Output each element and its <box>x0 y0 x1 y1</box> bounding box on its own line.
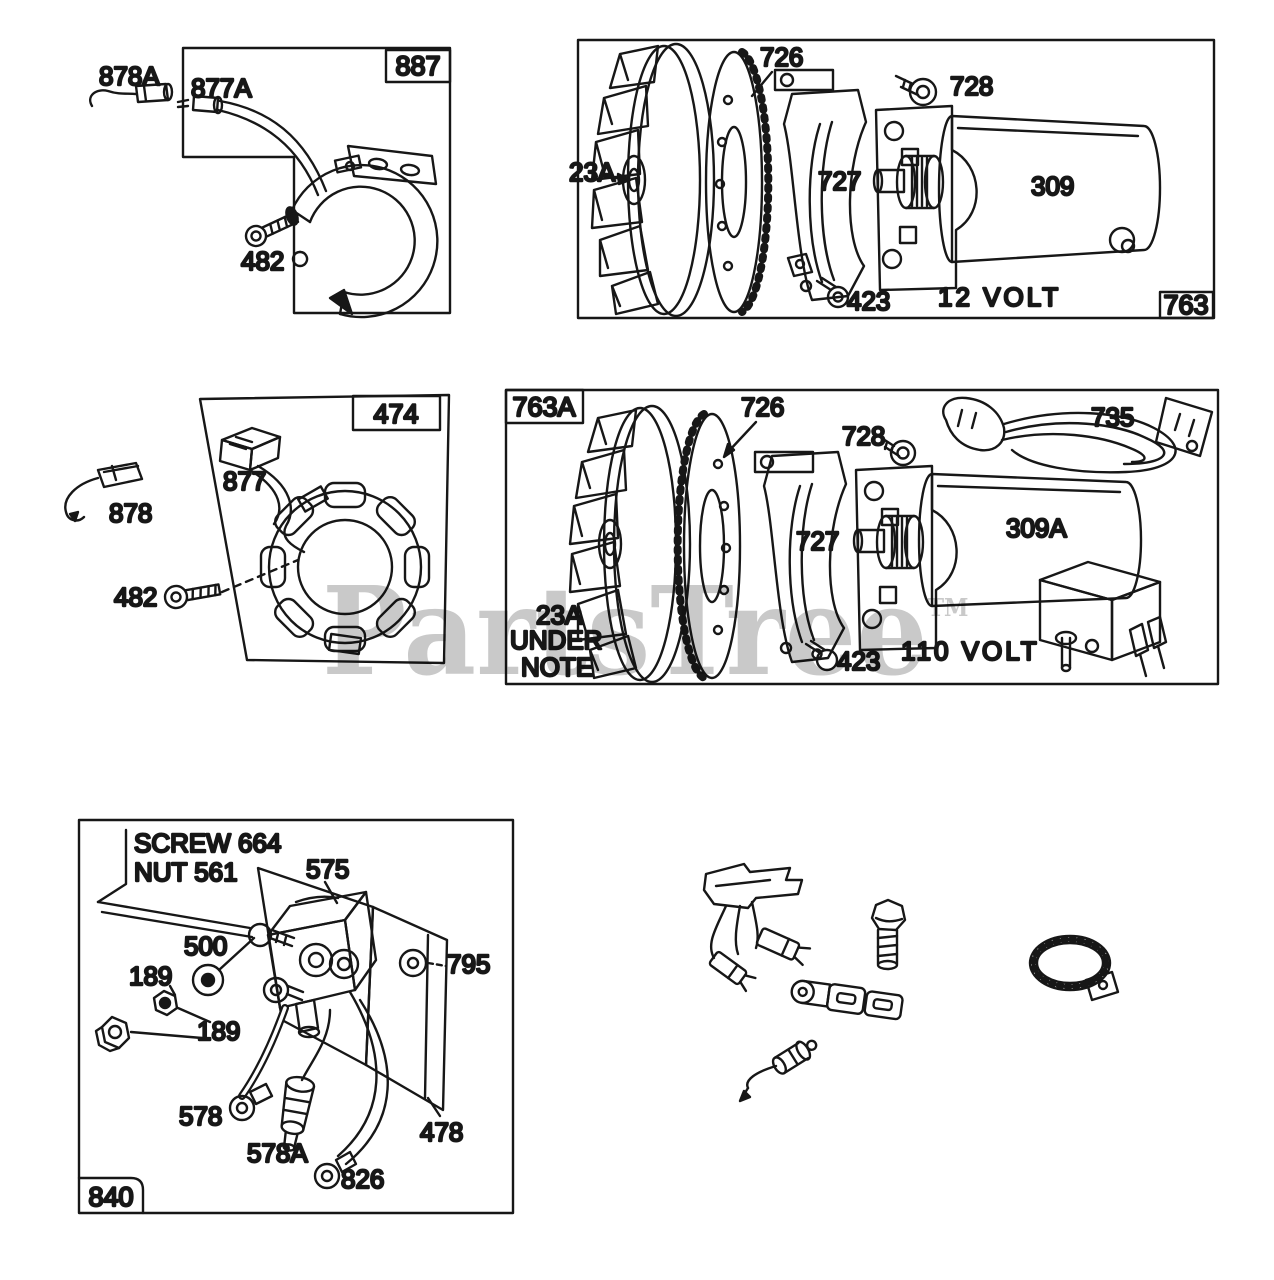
screw-423-drawing <box>815 276 850 309</box>
power-cord-735-drawing <box>942 396 1214 474</box>
panel-763A-tag: 763A <box>512 392 575 422</box>
panel-887: 887 878A 877A <box>89 46 452 319</box>
rectifier-box-drawing <box>1038 560 1168 678</box>
part-label-877: 877 <box>223 466 266 496</box>
part-label-482b: 482 <box>114 582 157 612</box>
washer-500-drawing <box>191 936 256 997</box>
part-label-189a: 189 <box>129 961 172 991</box>
part-label-728: 728 <box>950 71 993 101</box>
plug-578A-drawing <box>280 1008 332 1152</box>
starter-motor-309A-drawing <box>917 472 1143 608</box>
hardware-label-nut: NUT 561 <box>134 857 238 887</box>
part-label-878: 878 <box>109 498 152 528</box>
starter-gear-a-drawing <box>852 514 925 570</box>
hose-clamp-841-drawing <box>1028 934 1120 1002</box>
ring-gear-a-drawing <box>673 410 742 682</box>
terminal-strip-605-drawing <box>790 979 904 1021</box>
panel-763-tag-box <box>1158 290 1215 320</box>
wire-878A-loose-drawing <box>738 1039 818 1103</box>
part-label-727a: 727 <box>796 526 839 556</box>
panel-840-tag: 840 <box>88 1182 133 1212</box>
panel-840-tag-box <box>77 1176 145 1215</box>
screw-482-drawing <box>244 211 300 248</box>
panel-887-tag-box <box>384 48 452 84</box>
panel-763-border <box>576 38 1216 320</box>
flywheel-drawing <box>590 42 716 318</box>
starter-bracket-727a-drawing <box>753 450 848 664</box>
panel-840-border <box>77 818 515 1215</box>
brush-holder-clamp-drawing <box>285 144 439 319</box>
arrowhead-23A <box>616 172 632 186</box>
switch-plate-drawing <box>256 866 449 1112</box>
brush-wire-877A-drawing <box>176 94 328 197</box>
loose-parts <box>702 862 1120 1103</box>
starter-gear-drawing <box>872 154 945 210</box>
panel-840: 840 SCREW 664 NUT 561 795 <box>77 818 515 1215</box>
leader-726 <box>750 70 774 98</box>
panel-763A-border <box>504 388 1220 686</box>
hardware-label-screw: SCREW 664 <box>134 828 281 858</box>
panel-763A-tag-box <box>504 388 585 425</box>
battery-cable-578-drawing <box>228 1004 289 1122</box>
screw-482b-drawing <box>163 558 300 610</box>
panel-474-tag: 474 <box>373 399 418 429</box>
panel-763-tag: 763 <box>1163 290 1208 320</box>
nut-189a-drawing <box>152 984 179 1017</box>
grommet-795-drawing <box>398 948 448 978</box>
screw-728-drawing <box>894 74 938 107</box>
note-label-23A: 23A <box>536 600 583 630</box>
hardware-leader-lines <box>96 828 254 939</box>
part-label-309: 309 <box>1031 171 1074 201</box>
screw-728a-drawing <box>878 435 917 467</box>
part-label-795: 795 <box>447 949 490 979</box>
voltage-label-12v: 12 VOLT <box>938 282 1061 312</box>
panel-763A: 763A 726 7 <box>504 388 1220 686</box>
part-label-575: 575 <box>306 854 349 884</box>
screw-423a-drawing <box>804 639 839 672</box>
solenoid-drawing <box>247 890 378 1039</box>
note-label-under: UNDER <box>510 625 602 655</box>
nut-189b-drawing <box>94 1006 212 1053</box>
stator-ring-drawing <box>259 481 431 656</box>
note-label-note: NOTE <box>521 652 593 682</box>
part-label-826: 826 <box>341 1164 384 1194</box>
panel-474: 474 877 <box>64 393 451 665</box>
part-label-423: 423 <box>847 286 890 316</box>
part-label-309A: 309A <box>1006 513 1067 543</box>
part-label-726: 726 <box>760 42 803 72</box>
panel-763: 763 23A 726 <box>568 38 1216 321</box>
part-label-735: 735 <box>1091 402 1134 432</box>
panel-887-border <box>181 46 452 315</box>
part-label-578A: 578A <box>247 1138 308 1168</box>
starter-motor-309-drawing <box>937 114 1162 264</box>
panel-474-tag-box <box>351 394 442 432</box>
part-label-478: 478 <box>420 1117 463 1147</box>
stator-connector-drawing <box>218 426 306 554</box>
part-label-500: 500 <box>184 931 227 961</box>
leader-478 <box>426 1096 442 1118</box>
part-label-189b: 189 <box>197 1016 240 1046</box>
regulator-501-drawing <box>702 862 812 993</box>
wire-878A-drawing <box>89 82 174 108</box>
part-label-423a: 423 <box>837 646 880 676</box>
ring-gear-drawing <box>704 48 773 316</box>
leader-575 <box>323 880 339 905</box>
wire-878-drawing <box>64 461 144 523</box>
part-label-578: 578 <box>179 1101 222 1131</box>
arrowhead-726a <box>722 442 736 459</box>
part-label-728a: 728 <box>842 421 885 451</box>
part-label-23A: 23A <box>569 157 616 187</box>
part-label-727: 727 <box>818 166 861 196</box>
voltage-label-110v: 110 VOLT <box>901 636 1040 666</box>
bolt-526-drawing <box>870 898 907 971</box>
part-label-482: 482 <box>241 246 284 276</box>
wire-826-drawing <box>313 990 389 1190</box>
part-label-726a: 726 <box>741 392 784 422</box>
part-label-878A: 878A <box>99 61 160 91</box>
panel-887-tag: 887 <box>395 51 440 81</box>
